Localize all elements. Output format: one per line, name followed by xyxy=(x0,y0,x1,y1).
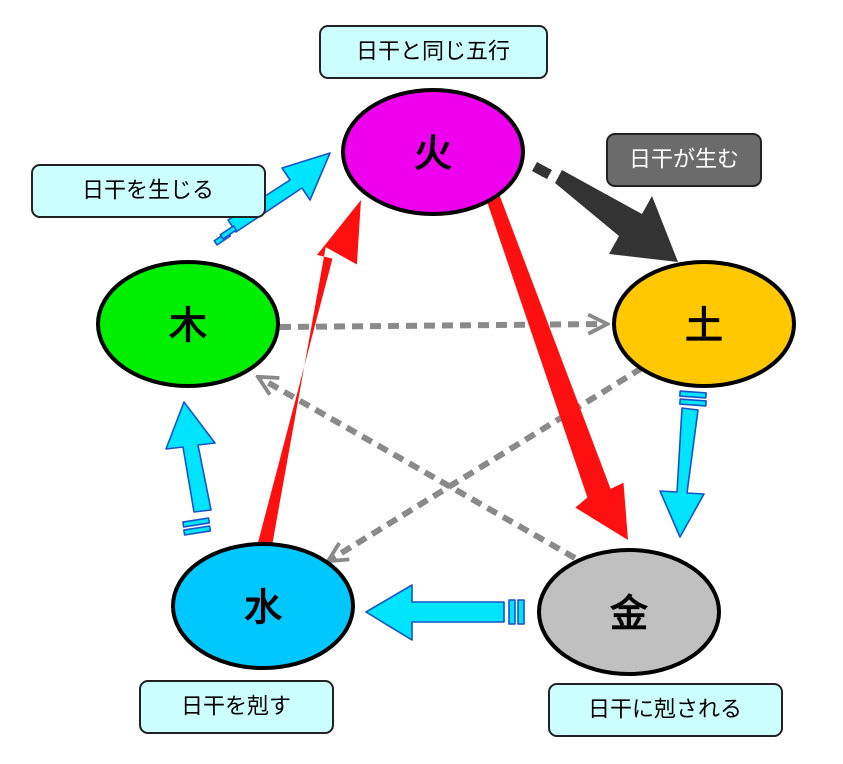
dotted-arrows xyxy=(260,324,644,561)
label-controlled-by-day-box xyxy=(548,683,783,737)
node-water-ellipse xyxy=(171,542,355,670)
node-wood-label: 木 xyxy=(169,303,207,348)
red-arrows xyxy=(257,189,628,545)
label-same-element-text: 日干と同じ五行 xyxy=(356,40,510,65)
cyan-stripe-em-2 xyxy=(679,398,707,407)
label-produces-day: 日干を生じる xyxy=(31,164,266,218)
dark-arrow-fire-to-earth xyxy=(532,162,678,262)
cyan-arrow-earth-to-metal xyxy=(659,407,705,538)
node-earth: 土 xyxy=(612,260,796,388)
cyan-arrow-metal-to-water xyxy=(365,584,505,641)
node-wood-ellipse xyxy=(96,260,280,388)
cyan-stripe-mw-2 xyxy=(517,599,525,625)
label-produced-by-day-box xyxy=(606,133,762,187)
dark-arrow-body xyxy=(555,170,678,262)
dotted-arrow-earth-to-water xyxy=(330,365,644,560)
label-same-element-box xyxy=(319,25,548,79)
label-same-element: 日干と同じ五行 xyxy=(319,25,548,79)
label-controlled-by-day: 日干に剋される xyxy=(548,683,783,737)
cyan-stripe-em-1 xyxy=(679,390,707,399)
label-controls-day: 日干を剋す xyxy=(139,680,334,734)
node-fire: 火 xyxy=(341,88,525,216)
label-produced-by-day: 日干が生む xyxy=(606,133,762,187)
node-earth-ellipse xyxy=(612,260,796,388)
label-controls-day-text: 日干を剋す xyxy=(181,695,291,720)
label-produces-day-text: 日干を生じる xyxy=(82,179,214,204)
red-arrow-fire-to-metal xyxy=(484,189,628,540)
dotted-arrow-wood-to-earth xyxy=(279,324,605,327)
dark-arrow-stripe-2 xyxy=(541,167,552,179)
label-produced-by-day-text: 日干が生む xyxy=(629,148,739,173)
cyan-stripe-mw-1 xyxy=(508,599,516,625)
node-metal: 金 xyxy=(537,548,721,676)
node-wood: 木 xyxy=(96,260,280,388)
red-arrow-water-to-fire xyxy=(257,200,361,545)
node-water-label: 水 xyxy=(244,585,283,630)
node-fire-label: 火 xyxy=(414,131,452,176)
label-controls-day-box xyxy=(139,680,334,734)
node-earth-label: 土 xyxy=(685,303,723,348)
cyan-stripe-ww-1 xyxy=(182,517,211,528)
node-fire-ellipse xyxy=(341,88,525,216)
label-produces-day-box xyxy=(31,164,266,218)
cyan-stripe-ww-2 xyxy=(183,525,212,536)
label-controlled-by-day-text: 日干に剋される xyxy=(588,698,742,723)
cyan-stripe-wf-2 xyxy=(219,225,238,240)
cyan-arrows xyxy=(165,152,707,641)
node-metal-label: 金 xyxy=(609,591,649,636)
node-metal-ellipse xyxy=(537,548,721,676)
node-water: 水 xyxy=(171,542,355,670)
dotted-arrow-metal-to-wood xyxy=(260,378,577,561)
cyan-arrow-water-to-wood xyxy=(165,401,216,513)
